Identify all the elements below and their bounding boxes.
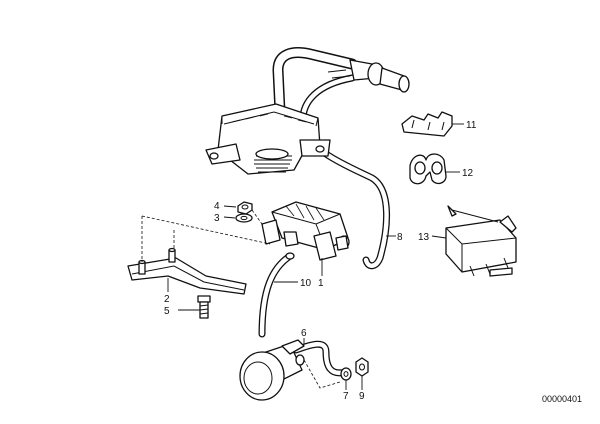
callout-12: 12 <box>462 168 474 179</box>
nut-4 <box>223 201 253 215</box>
bolt-5 <box>178 295 211 319</box>
vacuum-hose-10 <box>258 252 298 338</box>
stud <box>138 259 146 275</box>
callout-2: 2 <box>164 294 170 305</box>
vacuum-valve-1 <box>261 201 350 276</box>
spring <box>254 148 292 173</box>
callout-6: 6 <box>301 328 307 339</box>
callout-10: 10 <box>300 278 312 289</box>
reference-number: 00000401 <box>542 394 582 404</box>
washer-3 <box>223 213 253 223</box>
hose-clamp-12 <box>409 153 460 185</box>
microswitch-13 <box>431 205 517 277</box>
assembly-line <box>141 215 271 245</box>
callout-9: 9 <box>359 391 365 402</box>
callout-7: 7 <box>343 391 349 402</box>
washer-7 <box>340 367 352 390</box>
callout-11: 11 <box>466 120 477 131</box>
thermostat-housing <box>205 103 331 175</box>
stud <box>168 247 176 263</box>
callout-4: 4 <box>214 201 220 212</box>
callout-8: 8 <box>397 232 403 243</box>
hose-clip-11 <box>401 111 464 137</box>
bracket-2 <box>127 247 247 295</box>
vacuum-hose-8 <box>299 74 390 270</box>
callout-5: 5 <box>164 306 170 317</box>
nut-9 <box>355 357 369 390</box>
vacuum-actuator-6 <box>239 338 350 401</box>
callout-13: 13 <box>418 232 430 243</box>
callout-1: 1 <box>318 278 324 289</box>
breather-pipe <box>272 47 410 118</box>
assembly-line <box>251 209 263 225</box>
callout-3: 3 <box>214 213 220 224</box>
